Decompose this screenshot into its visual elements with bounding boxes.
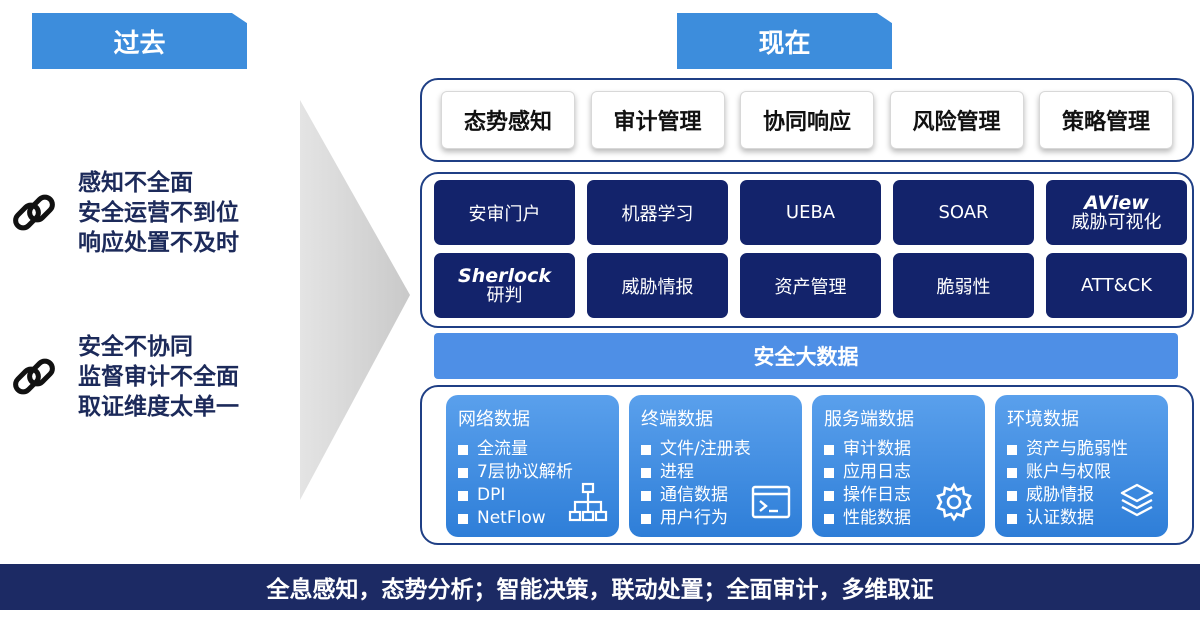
terminal-icon: [751, 485, 791, 519]
list-item: 7层协议解析: [458, 461, 607, 484]
list-item: 认证数据: [1007, 507, 1156, 530]
capability-asset-management: 资产管理: [740, 253, 881, 318]
past-problem-line: 感知不全面: [78, 170, 193, 196]
data-card-endpoint: 终端数据 文件/注册表 进程 通信数据 用户行为: [629, 395, 802, 537]
capability-label: 威胁可视化: [1071, 211, 1162, 233]
data-card-network: 网络数据 全流量 7层协议解析 DPI NetFlow: [446, 395, 619, 537]
card-title: 服务端数据: [824, 409, 914, 430]
capability-panel: 安审门户 机器学习 UEBA SOAR AView 威胁可视化 Sherlock…: [420, 172, 1194, 328]
footer-slogan: 全息感知，态势分析；智能决策，联动处置；全面审计，多维取证: [0, 564, 1200, 610]
function-situation-awareness: 态势感知: [441, 91, 575, 149]
card-title: 网络数据: [458, 409, 530, 430]
capability-label: ATT&CK: [1081, 275, 1152, 296]
data-card-server: 服务端数据 审计数据 应用日志 操作日志 性能数据: [812, 395, 985, 537]
layers-icon: [1120, 483, 1154, 517]
data-source-panel: 网络数据 全流量 7层协议解析 DPI NetFlow 终端数据 文件/注册表 …: [420, 385, 1194, 545]
capability-label: SOAR: [938, 202, 989, 223]
list-item: 性能数据: [824, 507, 973, 530]
broken-chain-icon: [13, 194, 55, 231]
function-audit-management: 审计管理: [590, 91, 725, 149]
list-item: 用户行为: [641, 507, 790, 530]
list-item: NetFlow: [458, 507, 607, 530]
past-problem-line: 安全运营不到位: [78, 200, 239, 226]
function-collaborative-response: 协同响应: [740, 91, 874, 149]
capability-vulnerability: 脆弱性: [893, 253, 1034, 318]
function-risk-management: 风险管理: [889, 91, 1024, 149]
broken-chain-icon: [13, 358, 55, 395]
list-item: DPI: [458, 484, 607, 507]
data-card-environment: 环境数据 资产与脆弱性 账户与权限 威胁情报 认证数据: [995, 395, 1168, 537]
security-bigdata-bar: 安全大数据: [434, 333, 1178, 379]
past-header: 过去: [32, 13, 247, 69]
list-item: 全流量: [458, 438, 607, 461]
function-panel: 态势感知 审计管理 协同响应 风险管理 策略管理: [420, 78, 1194, 162]
past-problem-group-2: 安全不协同 监督审计不全面 取证维度太单一: [8, 332, 239, 422]
past-problem-line: 响应处置不及时: [78, 230, 239, 256]
past-problem-group-1: 感知不全面 安全运营不到位 响应处置不及时: [8, 168, 239, 258]
network-tree-icon: [568, 482, 608, 522]
past-title: 过去: [113, 28, 166, 59]
function-policy-management: 策略管理: [1039, 91, 1173, 149]
card-title: 终端数据: [641, 409, 713, 430]
now-header: 现在: [677, 13, 892, 69]
list-item: 资产与脆弱性: [1007, 438, 1156, 461]
capability-ueba: UEBA: [740, 180, 881, 245]
list-item: 威胁情报: [1007, 484, 1156, 507]
capability-machine-learning: 机器学习: [587, 180, 728, 245]
capability-portal: 安审门户: [434, 180, 575, 245]
aview-logo: AView: [1084, 191, 1149, 214]
past-problem-line: 监督审计不全面: [78, 364, 239, 390]
list-item: 审计数据: [824, 438, 973, 461]
list-item: 应用日志: [824, 461, 973, 484]
past-problem-line: 安全不协同: [78, 334, 193, 360]
capability-sherlock-analysis: Sherlock 研判: [434, 253, 575, 318]
capability-label: 安审门户: [468, 203, 541, 225]
capability-threat-intel: 威胁情报: [587, 253, 728, 318]
list-item: 文件/注册表: [641, 438, 790, 461]
capability-label: 脆弱性: [936, 276, 991, 298]
capability-label: 研判: [486, 284, 523, 306]
now-title: 现在: [758, 28, 811, 59]
list-item: 操作日志: [824, 484, 973, 507]
capability-label: 机器学习: [621, 203, 694, 225]
capability-label: 资产管理: [774, 276, 847, 298]
card-title: 环境数据: [1007, 409, 1079, 430]
list-item: 账户与权限: [1007, 461, 1156, 484]
gear-icon: [936, 482, 972, 522]
transition-arrow: [300, 100, 410, 500]
capability-label: 威胁情报: [621, 276, 694, 298]
capability-label: UEBA: [785, 202, 836, 223]
sherlock-logo: Sherlock: [458, 264, 551, 287]
capability-attck: ATT&CK: [1046, 253, 1187, 318]
list-item: 通信数据: [641, 484, 790, 507]
capability-threat-visualization: AView 威胁可视化: [1046, 180, 1187, 245]
past-problem-line: 取证维度太单一: [78, 394, 239, 420]
list-item: 进程: [641, 461, 790, 484]
capability-soar: SOAR: [893, 180, 1034, 245]
